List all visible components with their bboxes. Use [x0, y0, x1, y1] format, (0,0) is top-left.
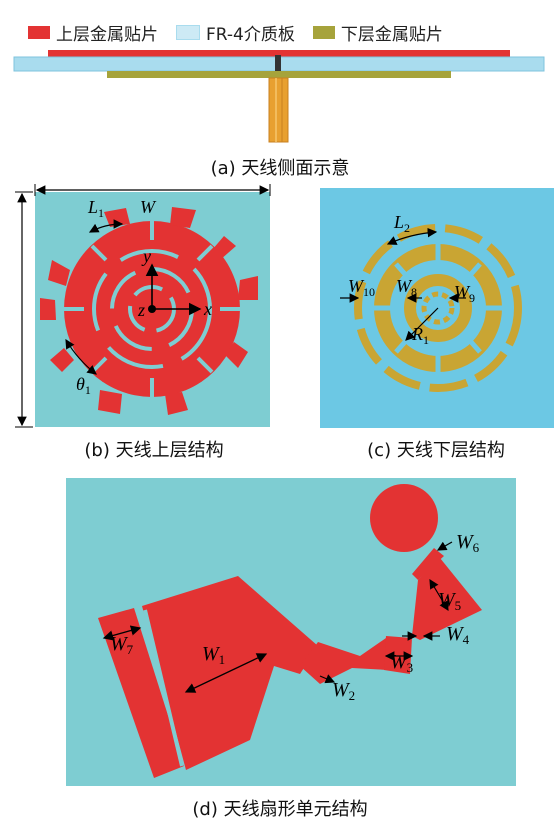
dim-label-w2: W2 [332, 679, 355, 703]
top-layer-diagram: x y z W L1 θ1 [15, 184, 271, 428]
dim-label-r1: R1 [411, 324, 429, 347]
legend: 上层金属贴片 FR-4介质板 下层金属贴片 [28, 20, 461, 45]
side-feed-core [275, 55, 281, 71]
dim-label-w3: W3 [390, 651, 413, 675]
bottom-layer-spokes [374, 244, 502, 372]
legend-item-bottom-patch: 下层金属贴片 [312, 20, 443, 45]
legend-label-top-patch: 上层金属贴片 [56, 24, 158, 45]
legend-swatch-substrate [176, 24, 200, 40]
side-bottom-patch [107, 71, 451, 78]
dim-label-w4: W4 [446, 623, 470, 647]
sector-link [300, 638, 388, 684]
legend-label-substrate: FR-4介质板 [206, 24, 295, 45]
caption-c: (c) 天线下层结构 [367, 440, 505, 461]
axes [145, 263, 202, 316]
axis-label-x: x [203, 299, 212, 319]
origin-marker [148, 305, 156, 313]
dim-label-theta1: θ1 [76, 374, 91, 397]
side-feed-probe [268, 77, 289, 143]
bottom-layer-diagram: L2 W10 W8 W9 R1 [320, 188, 554, 428]
axis-label-y: y [141, 246, 151, 266]
legend-item-top-patch: 上层金属贴片 [28, 20, 158, 45]
dim-label-w9: W9 [454, 282, 475, 305]
dim-label-l2: L2 [393, 212, 410, 235]
dim-label-w5: W5 [438, 589, 461, 613]
sector-unit-diagram: W1 W2 W3 W4 W5 W6 W7 [66, 478, 516, 786]
dim-label-w7: W7 [110, 633, 134, 657]
dim-l2-arc [386, 227, 438, 245]
dim-l1-arc [88, 219, 124, 233]
dim-label-l1: L1 [87, 197, 104, 220]
legend-label-bottom-patch: 下层金属贴片 [340, 24, 443, 45]
legend-swatch-bottom-patch [312, 25, 335, 39]
sector-neck [412, 548, 444, 580]
sector-disc [370, 484, 438, 552]
dim-label-w: W [140, 197, 157, 217]
dim-theta1-arc [65, 338, 97, 375]
dim-label-w6: W6 [456, 531, 480, 555]
side-top-patch [48, 50, 510, 57]
sector-w7-petal [98, 608, 184, 778]
dim-label-w1: W1 [202, 643, 225, 667]
dim-label-w8: W8 [396, 276, 417, 299]
caption-d: (d) 天线扇形单元结构 [192, 799, 368, 820]
side-view-diagram [13, 50, 545, 143]
axis-label-z: z [137, 300, 145, 320]
dim-w1-line [184, 653, 268, 693]
dim-label-w10: W10 [348, 276, 375, 299]
legend-swatch-top-patch [28, 25, 50, 39]
legend-item-substrate: FR-4介质板 [176, 20, 295, 45]
caption-b: (b) 天线上层结构 [84, 440, 224, 461]
caption-a: (a) 天线侧面示意 [210, 158, 350, 179]
